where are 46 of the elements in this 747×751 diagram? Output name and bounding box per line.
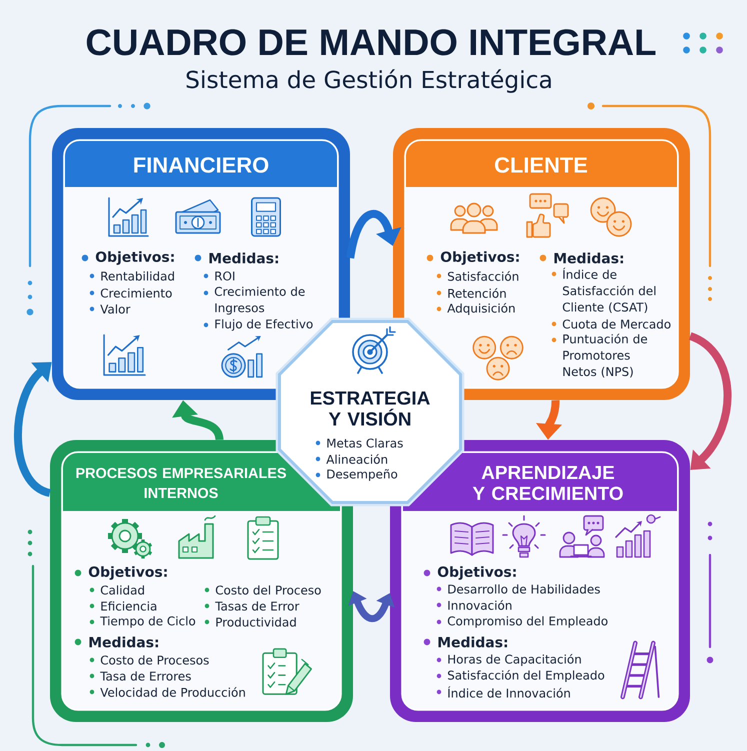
card-heading: PROCESOS EMPRESARIALES INTERNOS bbox=[76, 468, 286, 498]
list-item: Rentabilidad bbox=[90, 271, 174, 281]
list-item: ROI bbox=[204, 271, 234, 281]
list-item: Velocidad de Producción bbox=[90, 687, 245, 697]
list-item: Satisfacción bbox=[436, 271, 518, 281]
list-item: Productividad bbox=[204, 617, 296, 627]
list-heading: Medidas: bbox=[74, 636, 158, 648]
list-item: Adquisición bbox=[436, 302, 515, 316]
list-item: Desarrollo de Habilidades bbox=[436, 584, 600, 594]
list-item: Retención bbox=[436, 288, 506, 298]
list-item: Desempeño bbox=[316, 469, 398, 481]
list-heading: Medidas: bbox=[424, 636, 508, 648]
list-item: Crecimiento de Ingresos bbox=[204, 286, 305, 315]
list-item: Valor bbox=[90, 304, 130, 314]
list-item: Tasa de Errores bbox=[90, 671, 191, 681]
card-heading: ESTRATEGIA Y VISIÓN bbox=[310, 391, 430, 426]
list-item: Horas de Capacitación bbox=[436, 654, 581, 666]
list-item: Cuota de Mercado bbox=[552, 319, 670, 329]
list-item: Calidad bbox=[90, 585, 144, 595]
card-heading: APRENDIZAJE Y CRECIMIENTO bbox=[472, 466, 623, 500]
subtitle: Sistema de Gestión Estratégica bbox=[186, 69, 551, 93]
list-item: Innovación bbox=[436, 600, 512, 610]
list-item: Compromiso del Empleado bbox=[436, 616, 608, 628]
list-item: Tiempo de Ciclo bbox=[90, 616, 196, 628]
list-heading: Medidas: bbox=[194, 252, 278, 264]
list-item: Metas Claras bbox=[316, 438, 403, 448]
list-item: Crecimiento bbox=[90, 288, 172, 298]
list-item: Alineación bbox=[316, 454, 388, 464]
list-heading: Objetivos: bbox=[82, 251, 174, 265]
list-item: Satisfacción del Empleado bbox=[436, 670, 604, 682]
title: CUADRO DE MANDO INTEGRAL bbox=[86, 29, 656, 56]
list-item: Puntuación de Promotores Netos (NPS) bbox=[552, 334, 648, 378]
list-heading: Medidas: bbox=[540, 252, 624, 264]
list-item: Tasas de Error bbox=[204, 601, 300, 611]
arrow bbox=[688, 332, 732, 470]
list-item: Costo del Proceso bbox=[204, 585, 321, 595]
list-item: Eficiencia bbox=[90, 601, 156, 611]
card-heading: FINANCIERO bbox=[134, 157, 268, 173]
list-item: Índice de Innovación bbox=[436, 686, 570, 698]
list-item: Flujo de Efectivo bbox=[204, 319, 313, 331]
list-heading: Objetivos: bbox=[424, 566, 516, 580]
card-heading: CLIENTE bbox=[495, 157, 588, 173]
list-heading: Objetivos: bbox=[426, 251, 519, 265]
list-item: Costo de Procesos bbox=[90, 655, 209, 665]
list-item: Índice de Satisfacción del Cliente (CSAT) bbox=[552, 268, 656, 314]
list-heading: Objetivos: bbox=[74, 566, 167, 580]
